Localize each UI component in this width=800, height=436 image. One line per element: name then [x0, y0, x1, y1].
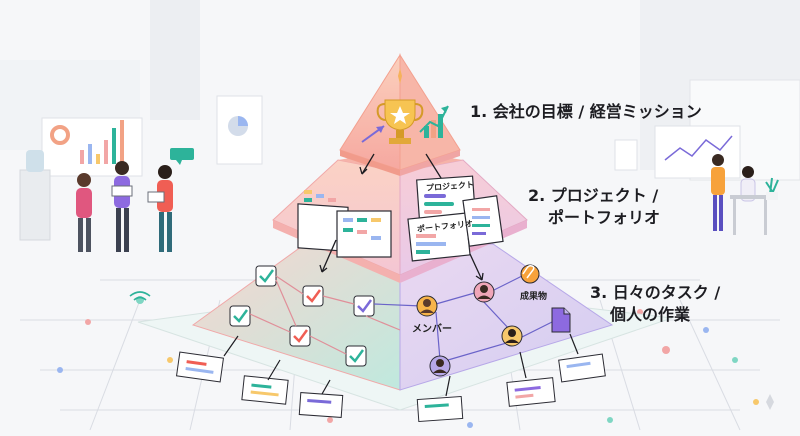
- corner-sparkle-icon: [766, 394, 774, 410]
- member-avatar: [429, 355, 451, 377]
- task-checkbox: [302, 285, 324, 307]
- kanban-board-center: [336, 210, 392, 258]
- water-cooler: [19, 150, 51, 241]
- team-people-right: [711, 154, 779, 235]
- task-checkbox: [353, 295, 375, 317]
- sparkle-icon: [398, 68, 402, 84]
- floor-arrows: [223, 333, 579, 397]
- floor-task-card: [298, 392, 344, 418]
- task-checkbox: [289, 325, 311, 347]
- member-avatar: [416, 295, 438, 317]
- deliverable-tag: 成果物: [520, 292, 548, 302]
- arrow-up-icon: [361, 125, 385, 143]
- level-3-line-1: 3. 日々のタスク /: [590, 283, 721, 302]
- member-links: [373, 275, 557, 361]
- task-checkbox-group: [229, 265, 375, 367]
- level-3-label: 3. 日々のタスク / 個人の作業: [590, 282, 720, 326]
- task-checkbox: [255, 265, 277, 287]
- document-icon: [551, 307, 571, 333]
- floor-task-card: [416, 395, 464, 423]
- floor-task-card: [175, 351, 225, 383]
- flow-arrows-mid: [319, 239, 484, 281]
- member-tag: メンバー: [412, 324, 452, 335]
- wall-chart-left: [41, 117, 143, 177]
- wall-chart-right: [614, 125, 741, 179]
- portfolio-card: [407, 212, 471, 262]
- level-3-line-2: 個人の作業: [610, 305, 691, 324]
- growth-bars-icon: [419, 105, 449, 138]
- wall-chart-pie: [216, 95, 263, 165]
- member-avatar: [501, 325, 523, 347]
- member-avatar: [473, 281, 495, 303]
- checklist-card: [462, 195, 504, 247]
- floor-task-card: [558, 353, 606, 383]
- paperclip-icon: [520, 264, 540, 284]
- floor-task-card: [506, 377, 556, 407]
- floor-task-card: [241, 375, 289, 405]
- level-1-label: 1. 会社の目標 / 経営ミッション: [470, 102, 702, 121]
- trophy-icon: [376, 99, 424, 144]
- team-people-left: [76, 148, 194, 252]
- floor-nodes: [57, 296, 759, 428]
- level-2-line-2: ポートフォリオ: [548, 208, 661, 227]
- task-checkbox: [345, 345, 367, 367]
- level-2-line-1: 2. プロジェクト /: [528, 186, 659, 205]
- task-checkbox: [229, 305, 251, 327]
- wifi-icon: [129, 291, 151, 301]
- task-links: [249, 275, 401, 355]
- level-2-label: 2. プロジェクト / ポートフォリオ: [528, 185, 660, 229]
